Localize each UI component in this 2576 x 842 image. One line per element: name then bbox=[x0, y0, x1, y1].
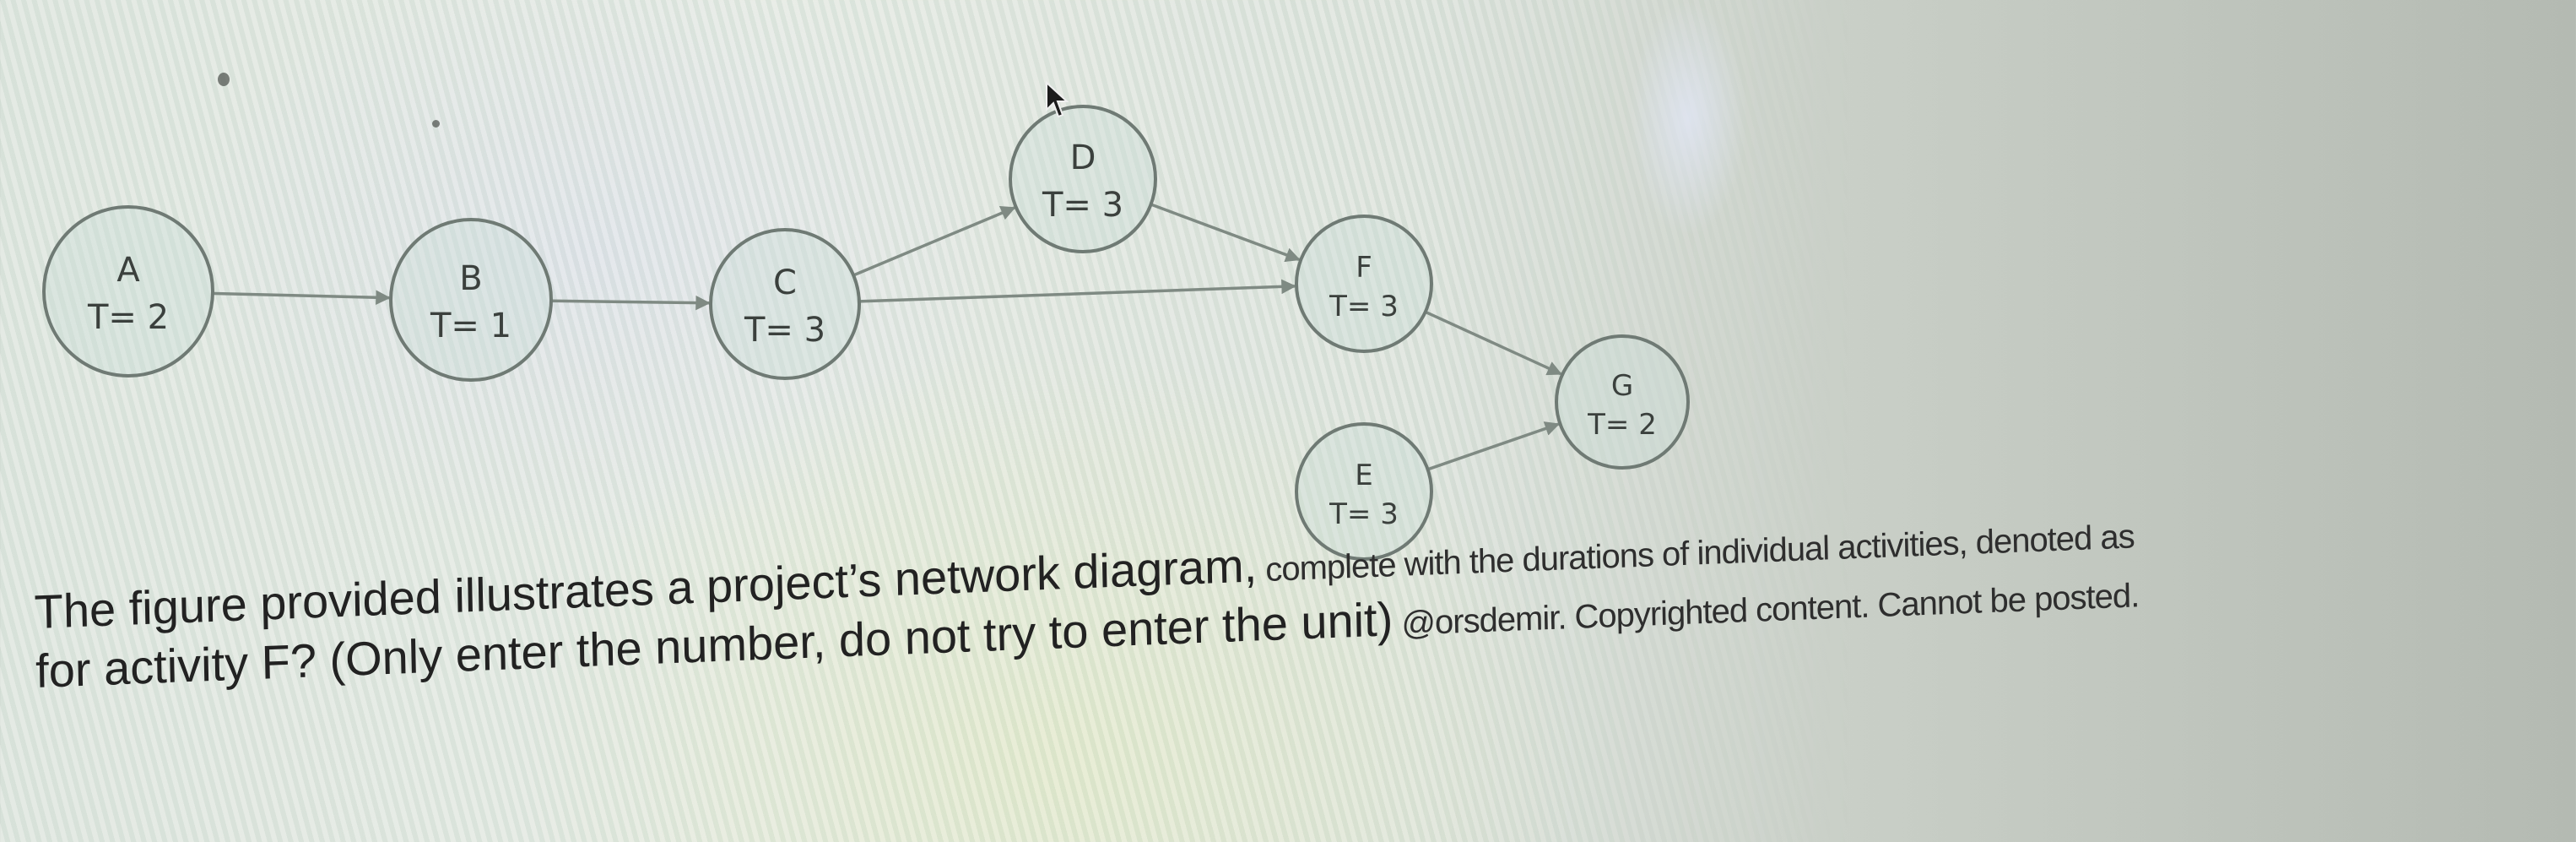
node-duration: T= 3 bbox=[1329, 290, 1399, 323]
node-circle bbox=[1295, 215, 1433, 353]
node-circle bbox=[1555, 334, 1690, 470]
edge-a-to-b bbox=[212, 290, 391, 305]
edge-d-to-f bbox=[1150, 203, 1301, 263]
edges-group bbox=[212, 203, 1562, 471]
node-duration: T= 2 bbox=[1587, 408, 1657, 442]
edge-e-to-g bbox=[1427, 421, 1561, 471]
node-letter: A bbox=[116, 251, 140, 290]
node-e: E T= 3 bbox=[1295, 422, 1433, 561]
node-letter: C bbox=[773, 263, 797, 302]
node-duration: T= 2 bbox=[87, 298, 169, 337]
node-letter: D bbox=[1070, 139, 1096, 177]
edge-c-to-d bbox=[852, 206, 1016, 277]
node-circle bbox=[709, 228, 861, 380]
node-a: A T= 2 bbox=[42, 205, 214, 378]
node-circle bbox=[42, 205, 214, 378]
node-duration: T= 1 bbox=[430, 307, 511, 345]
node-b: B T= 1 bbox=[389, 218, 553, 382]
edge-c-to-f bbox=[858, 279, 1296, 303]
screen-speck bbox=[432, 120, 440, 128]
node-duration: T= 3 bbox=[744, 311, 825, 350]
node-circle bbox=[1295, 422, 1433, 561]
node-circle bbox=[389, 218, 553, 382]
mouse-pointer-icon bbox=[1046, 81, 1069, 118]
node-circle bbox=[1009, 105, 1157, 253]
node-duration: T= 3 bbox=[1329, 497, 1399, 531]
node-c: C T= 3 bbox=[709, 228, 861, 380]
edge-b-to-c bbox=[550, 295, 711, 311]
node-d: D T= 3 bbox=[1009, 105, 1157, 253]
node-duration: T= 3 bbox=[1042, 186, 1123, 225]
node-letter: F bbox=[1356, 251, 1372, 285]
node-letter: G bbox=[1611, 369, 1633, 403]
node-g: G T= 2 bbox=[1555, 334, 1690, 470]
node-f: F T= 3 bbox=[1295, 215, 1433, 353]
screen-speck bbox=[218, 73, 230, 86]
edge-f-to-g bbox=[1425, 310, 1562, 376]
node-letter: E bbox=[1355, 459, 1372, 492]
node-letter: B bbox=[459, 259, 482, 298]
nodes-group: A T= 2 B T= 1 C T= 3 D T= 3 F T= 3 G T= 2 E T= 3 bbox=[42, 105, 1690, 561]
